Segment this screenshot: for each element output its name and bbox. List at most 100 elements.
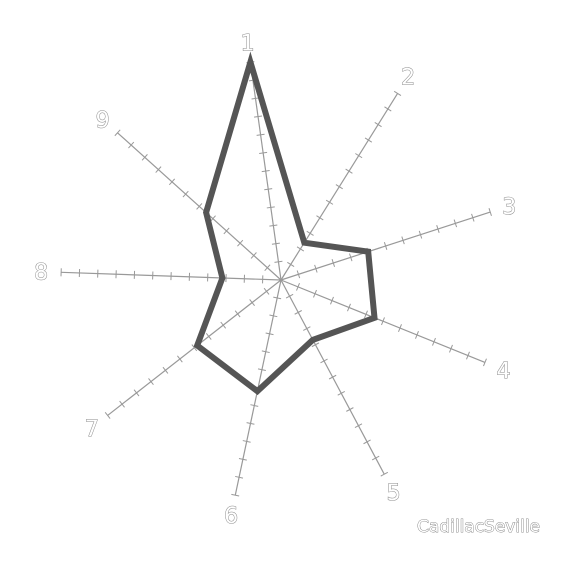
axis-tick-6-10 [238, 458, 247, 461]
axis-tick-3-9 [436, 225, 440, 233]
axis-tick-2-7 [345, 168, 353, 174]
series-point-2 [302, 241, 306, 245]
axis-tick-5-2 [294, 310, 302, 315]
axis-tick-2-8 [355, 153, 363, 159]
axis-label-5: 5 [387, 481, 401, 506]
axis-tick-7-1 [263, 287, 270, 295]
axis-tick-7-10 [133, 389, 140, 397]
axis-tick-3-11 [471, 213, 475, 222]
axis-tick-7-11 [119, 400, 125, 408]
axis-tick-9-6 [196, 203, 203, 210]
axis-tick-1-5 [264, 188, 273, 191]
axis-tick-4-2 [313, 289, 317, 298]
axis-tick-4-11 [466, 351, 470, 360]
axis-tick-1-9 [254, 115, 263, 118]
series-point-1 [248, 60, 252, 64]
series-point-6 [255, 389, 259, 393]
axis-tick-2-2 [296, 246, 305, 252]
axis-tick-5-12 [380, 471, 389, 477]
axis-tick-5-5 [320, 358, 328, 364]
axis-tick-4-3 [330, 296, 334, 305]
axis-tick-7-12 [104, 411, 111, 419]
axis-tick-7-8 [162, 366, 169, 374]
axis-tick-4-10 [449, 344, 453, 353]
axis-label-1: 1 [241, 31, 255, 56]
series-point-9 [204, 211, 208, 215]
axis-tick-1-1 [274, 260, 283, 263]
axis-tick-9-4 [223, 227, 230, 235]
axis-tick-5-10 [363, 439, 371, 445]
axis-tick-4-12 [483, 358, 487, 367]
axis-tick-2-3 [306, 230, 314, 236]
axis-tick-2-10 [374, 121, 382, 128]
axis-tick-3-12 [488, 208, 492, 216]
axis-tick-7-6 [191, 344, 198, 352]
axis-tick-5-8 [346, 407, 354, 412]
axis-tick-9-12 [114, 129, 121, 137]
axis-tick-3-6 [383, 242, 388, 250]
axis-label-4: 4 [497, 359, 511, 384]
axis-tick-7-7 [177, 355, 183, 363]
axis-tick-9-11 [128, 141, 135, 149]
axis-tick-6-11 [235, 475, 244, 479]
axis-tick-5-4 [311, 342, 320, 348]
axis-tick-7-5 [205, 332, 212, 340]
axis-tick-2-12 [393, 90, 402, 96]
axis-tick-4-7 [398, 324, 402, 332]
axis-tick-6-4 [261, 350, 270, 354]
series-point-3 [366, 250, 370, 254]
axis-tick-6-2 [269, 314, 278, 318]
axis-tick-5-11 [371, 455, 380, 461]
axis-tick-5-1 [285, 293, 294, 299]
axis-tick-9-7 [182, 190, 189, 198]
axis-tick-1-6 [261, 170, 270, 173]
axis-tick-4-9 [432, 337, 436, 346]
axis-tick-5-6 [328, 374, 337, 380]
axis-tick-3-2 [314, 264, 318, 273]
axis-tick-7-3 [234, 310, 241, 318]
axis-tick-4-6 [381, 317, 385, 326]
axis-tick-7-4 [220, 321, 227, 329]
axis-tick-6-8 [246, 422, 255, 425]
axis-tick-3-7 [401, 236, 405, 245]
axis-tick-1-7 [259, 151, 268, 154]
axis-tick-9-8 [168, 178, 176, 186]
axis-tick-3-4 [349, 253, 353, 262]
series-point-7 [195, 343, 199, 347]
axis-tick-9-3 [237, 239, 244, 247]
axis-label-8: 8 [34, 261, 48, 286]
axis-label-7: 7 [85, 417, 99, 442]
axis-tick-5-7 [337, 390, 346, 396]
axis-tick-4-1 [296, 282, 300, 291]
axis-tick-2-11 [384, 106, 392, 112]
axis-tick-9-10 [141, 154, 148, 161]
axis-tick-1-8 [256, 133, 265, 136]
chart-title: CadillacSeville [417, 517, 540, 537]
axis-tick-6-5 [257, 368, 266, 371]
axis-tick-4-8 [415, 331, 419, 339]
axis-tick-1-2 [271, 242, 280, 245]
axis-tick-7-9 [148, 378, 154, 386]
axes-layer [60, 61, 492, 497]
series-point-4 [372, 316, 376, 320]
axis-tick-6-1 [273, 296, 282, 300]
axis-tick-1-4 [266, 206, 275, 209]
axis-tick-9-2 [250, 252, 257, 259]
axis-tick-3-3 [331, 259, 336, 267]
axis-tick-3-10 [453, 219, 458, 228]
axis-label-9: 9 [96, 108, 110, 133]
series-layer [193, 51, 378, 396]
axis-label-3: 3 [502, 195, 516, 220]
axis-tick-9-9 [155, 166, 162, 173]
series-point-5 [311, 338, 315, 342]
axis-tick-1-3 [269, 224, 278, 227]
series-line-0 [193, 51, 378, 396]
axis-tick-2-1 [287, 261, 295, 267]
series-point-8 [220, 276, 224, 280]
axis-tick-6-7 [250, 404, 259, 407]
axis-tick-2-4 [316, 215, 324, 221]
axis-tick-4-5 [364, 310, 368, 319]
